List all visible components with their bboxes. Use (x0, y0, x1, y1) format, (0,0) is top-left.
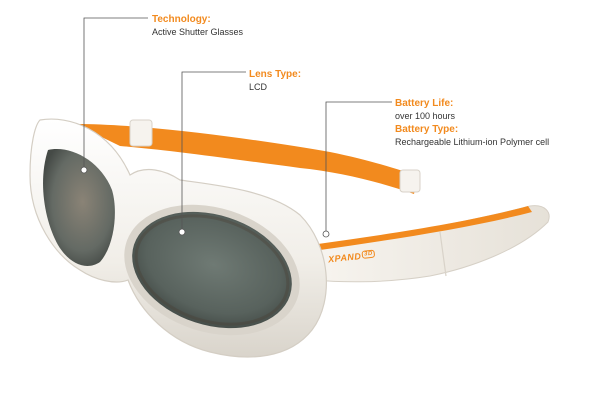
lens-type-label: Lens Type: (249, 69, 302, 80)
left-lens (43, 149, 115, 266)
technology-callout-dot (80, 166, 88, 174)
battery-type-label: Battery Type: (395, 124, 459, 135)
battery-type-value: Rechargeable Lithium-ion Polymer cell (395, 137, 550, 147)
technology-label: Technology: (152, 14, 211, 25)
back-strap (75, 124, 418, 194)
technology-callout: Technology: Active Shutter Glasses (152, 13, 243, 39)
battery-life-value: over 100 hours (395, 111, 456, 121)
lens-type-value: LCD (249, 82, 268, 92)
technology-value: Active Shutter Glasses (152, 27, 244, 37)
technology-callout-line (83, 17, 148, 170)
battery-life-label: Battery Life: (395, 98, 454, 109)
arm-orange-inner (318, 206, 532, 250)
right-lens (132, 211, 292, 329)
lens-callout-line (181, 71, 246, 232)
lens-callout-dot (178, 228, 186, 236)
strap-clip-right (399, 169, 421, 193)
brand-badge: 3D (361, 249, 376, 259)
lens-type-callout: Lens Type: LCD (249, 68, 301, 94)
battery-callout: Battery Life: over 100 hours Battery Typ… (395, 97, 549, 149)
strap-clip-left (129, 119, 153, 147)
battery-callout-line (325, 101, 392, 234)
battery-callout-dot (322, 230, 330, 238)
